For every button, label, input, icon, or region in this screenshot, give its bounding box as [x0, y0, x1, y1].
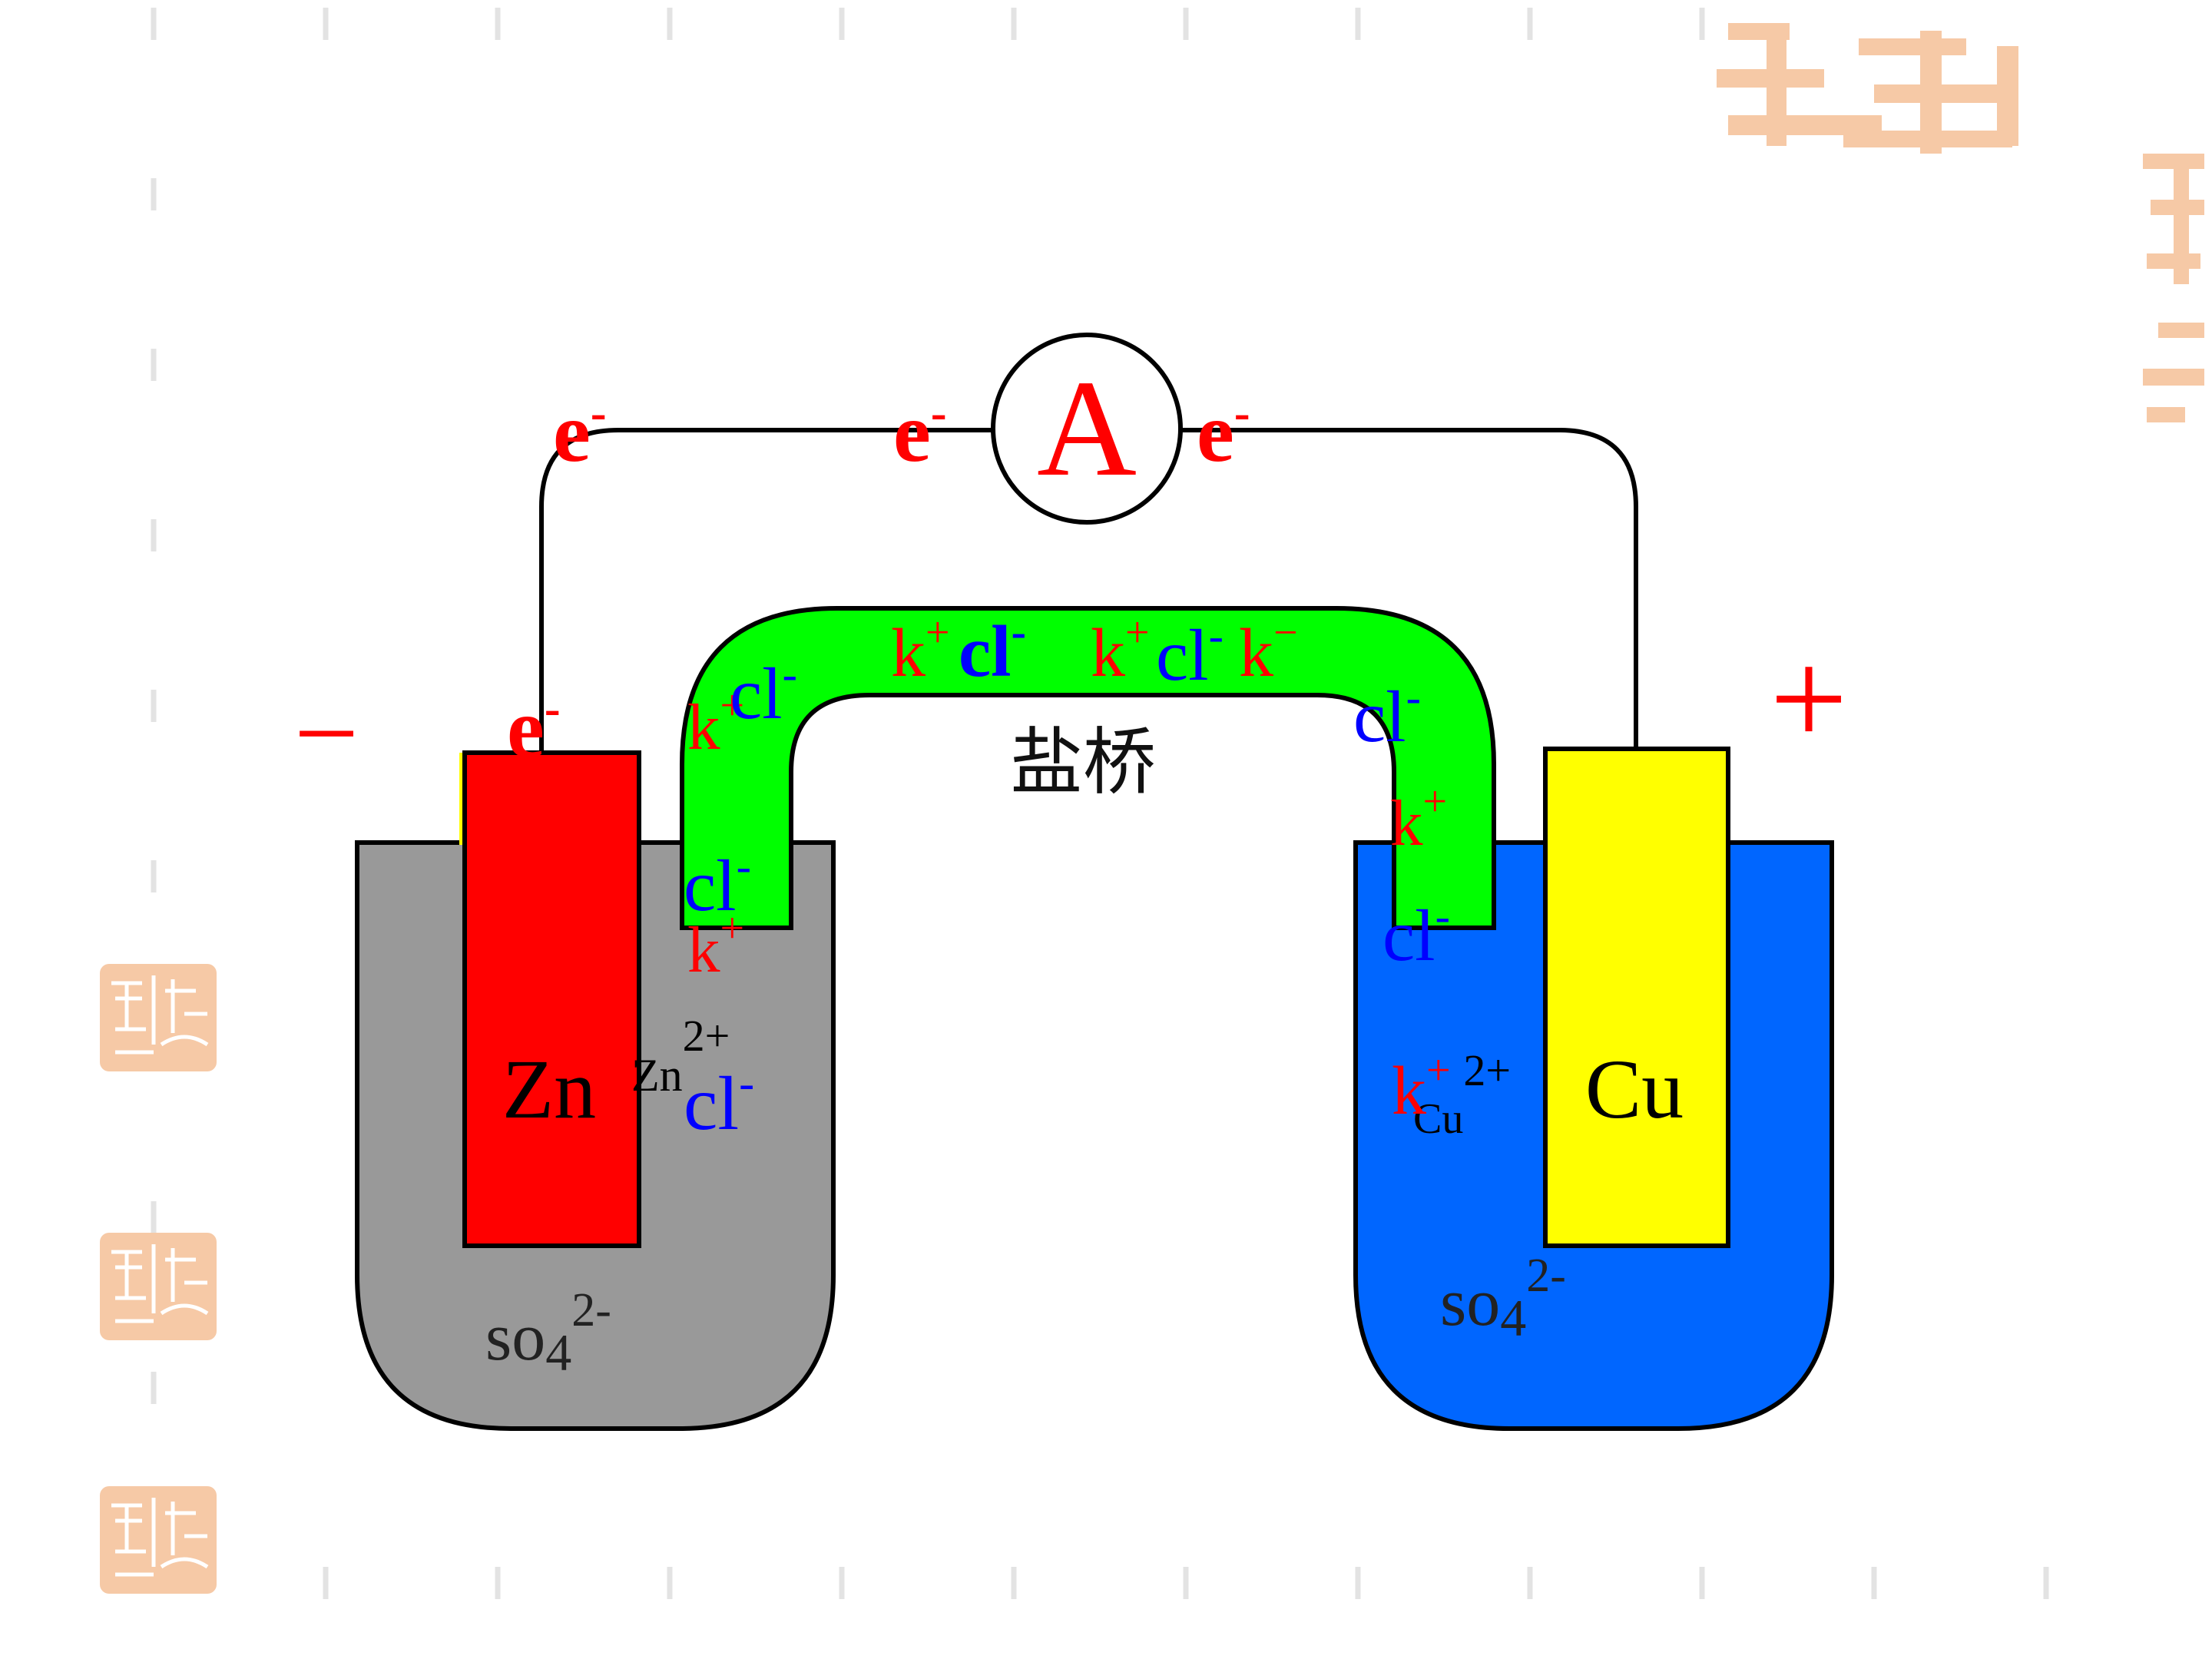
chloride-ion: cl- [730, 649, 797, 734]
ion-labels: cl- k+ cl- k+ cl- k+ cl- k+ cl- k− cl- [684, 607, 1451, 1146]
seal-stamp-right [2143, 154, 2204, 422]
negative-sign: − [294, 670, 359, 797]
ammeter: A [991, 333, 1183, 525]
copper-electrode [1543, 747, 1730, 1248]
potassium-ion: k+ [891, 609, 950, 691]
potassium-ion: k+ [687, 682, 744, 763]
salt-bridge-label: 盐桥 [1010, 720, 1156, 805]
electron-label: e- [553, 386, 606, 479]
zinc-electrode-label: Zn [502, 1042, 596, 1136]
potassium-ion: k+ [1390, 778, 1447, 859]
ammeter-circle [991, 333, 1183, 525]
copper-electrode-label: Cu [1585, 1042, 1684, 1136]
zinc-ion-label: Zn2+ [631, 1011, 730, 1101]
copper-ion-label: Cu2+ [1413, 1045, 1511, 1143]
electron-label: e- [893, 386, 946, 479]
chloride-ion: cl- [1156, 611, 1224, 696]
background-grid [151, 8, 2049, 1659]
zinc-sulfate-label: so42- [485, 1284, 611, 1382]
electron-label: e- [507, 681, 560, 775]
positive-sign: + [1770, 622, 1848, 775]
zinc-electrode [462, 750, 641, 1248]
seal-stamp-left-2 [100, 1233, 217, 1340]
copper-sulfate-label: so42- [1440, 1250, 1566, 1347]
seal-stamp-left-3 [100, 1486, 217, 1594]
electron-label: e- [1197, 386, 1250, 479]
potassium-ion: k+ [687, 905, 744, 986]
chloride-ion: cl- [959, 607, 1026, 692]
seal-stamp-top-right [1717, 23, 2018, 154]
chloride-ion: cl- [684, 1058, 754, 1146]
chloride-ion: cl- [684, 841, 751, 926]
chloride-ion: cl- [1353, 672, 1421, 757]
salt-bridge [680, 606, 1496, 930]
potassium-ion: k− [1239, 609, 1298, 691]
ammeter-label: A [1037, 352, 1137, 505]
potassium-ion: k+ [1091, 609, 1150, 691]
potassium-ion: k+ [1392, 1047, 1451, 1129]
seal-stamp-left-1 [100, 964, 217, 1071]
chloride-ion: cl- [1382, 891, 1450, 976]
